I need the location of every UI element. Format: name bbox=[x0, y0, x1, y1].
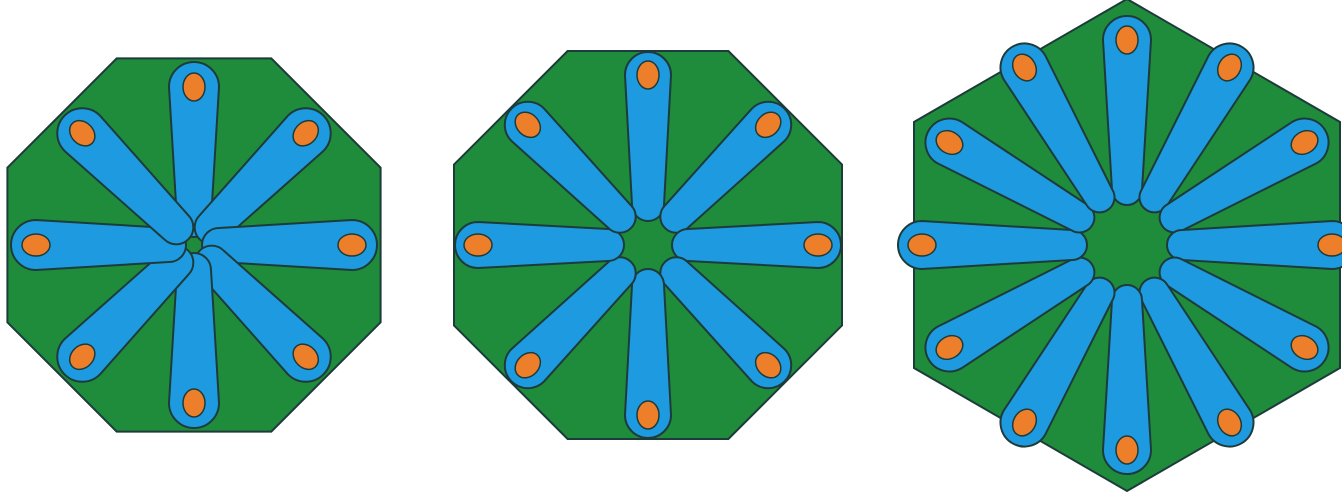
orange-dot bbox=[464, 234, 492, 256]
figure-octagon-8-channels-large-hub bbox=[454, 51, 842, 439]
channel-5 bbox=[625, 269, 671, 438]
orange-dot bbox=[637, 401, 659, 429]
channel-3 bbox=[672, 222, 841, 268]
orange-dot bbox=[637, 61, 659, 89]
channel-10 bbox=[898, 221, 1087, 269]
orange-dot bbox=[338, 234, 366, 256]
channel-7 bbox=[455, 222, 624, 268]
orange-dot bbox=[1318, 234, 1342, 256]
orange-dot bbox=[183, 389, 205, 417]
orange-dot bbox=[22, 234, 50, 256]
channel-1 bbox=[625, 52, 671, 221]
figure-octagon-8-channels-small-hub bbox=[7, 58, 380, 431]
figure-hexagon-12-channels bbox=[898, 0, 1342, 491]
orange-dot bbox=[1116, 26, 1138, 54]
channel-1 bbox=[1103, 16, 1151, 205]
orange-dot bbox=[908, 234, 936, 256]
orange-dot bbox=[804, 234, 832, 256]
channel-7 bbox=[1103, 285, 1151, 474]
orange-dot bbox=[1116, 436, 1138, 464]
orange-dot bbox=[183, 73, 205, 101]
